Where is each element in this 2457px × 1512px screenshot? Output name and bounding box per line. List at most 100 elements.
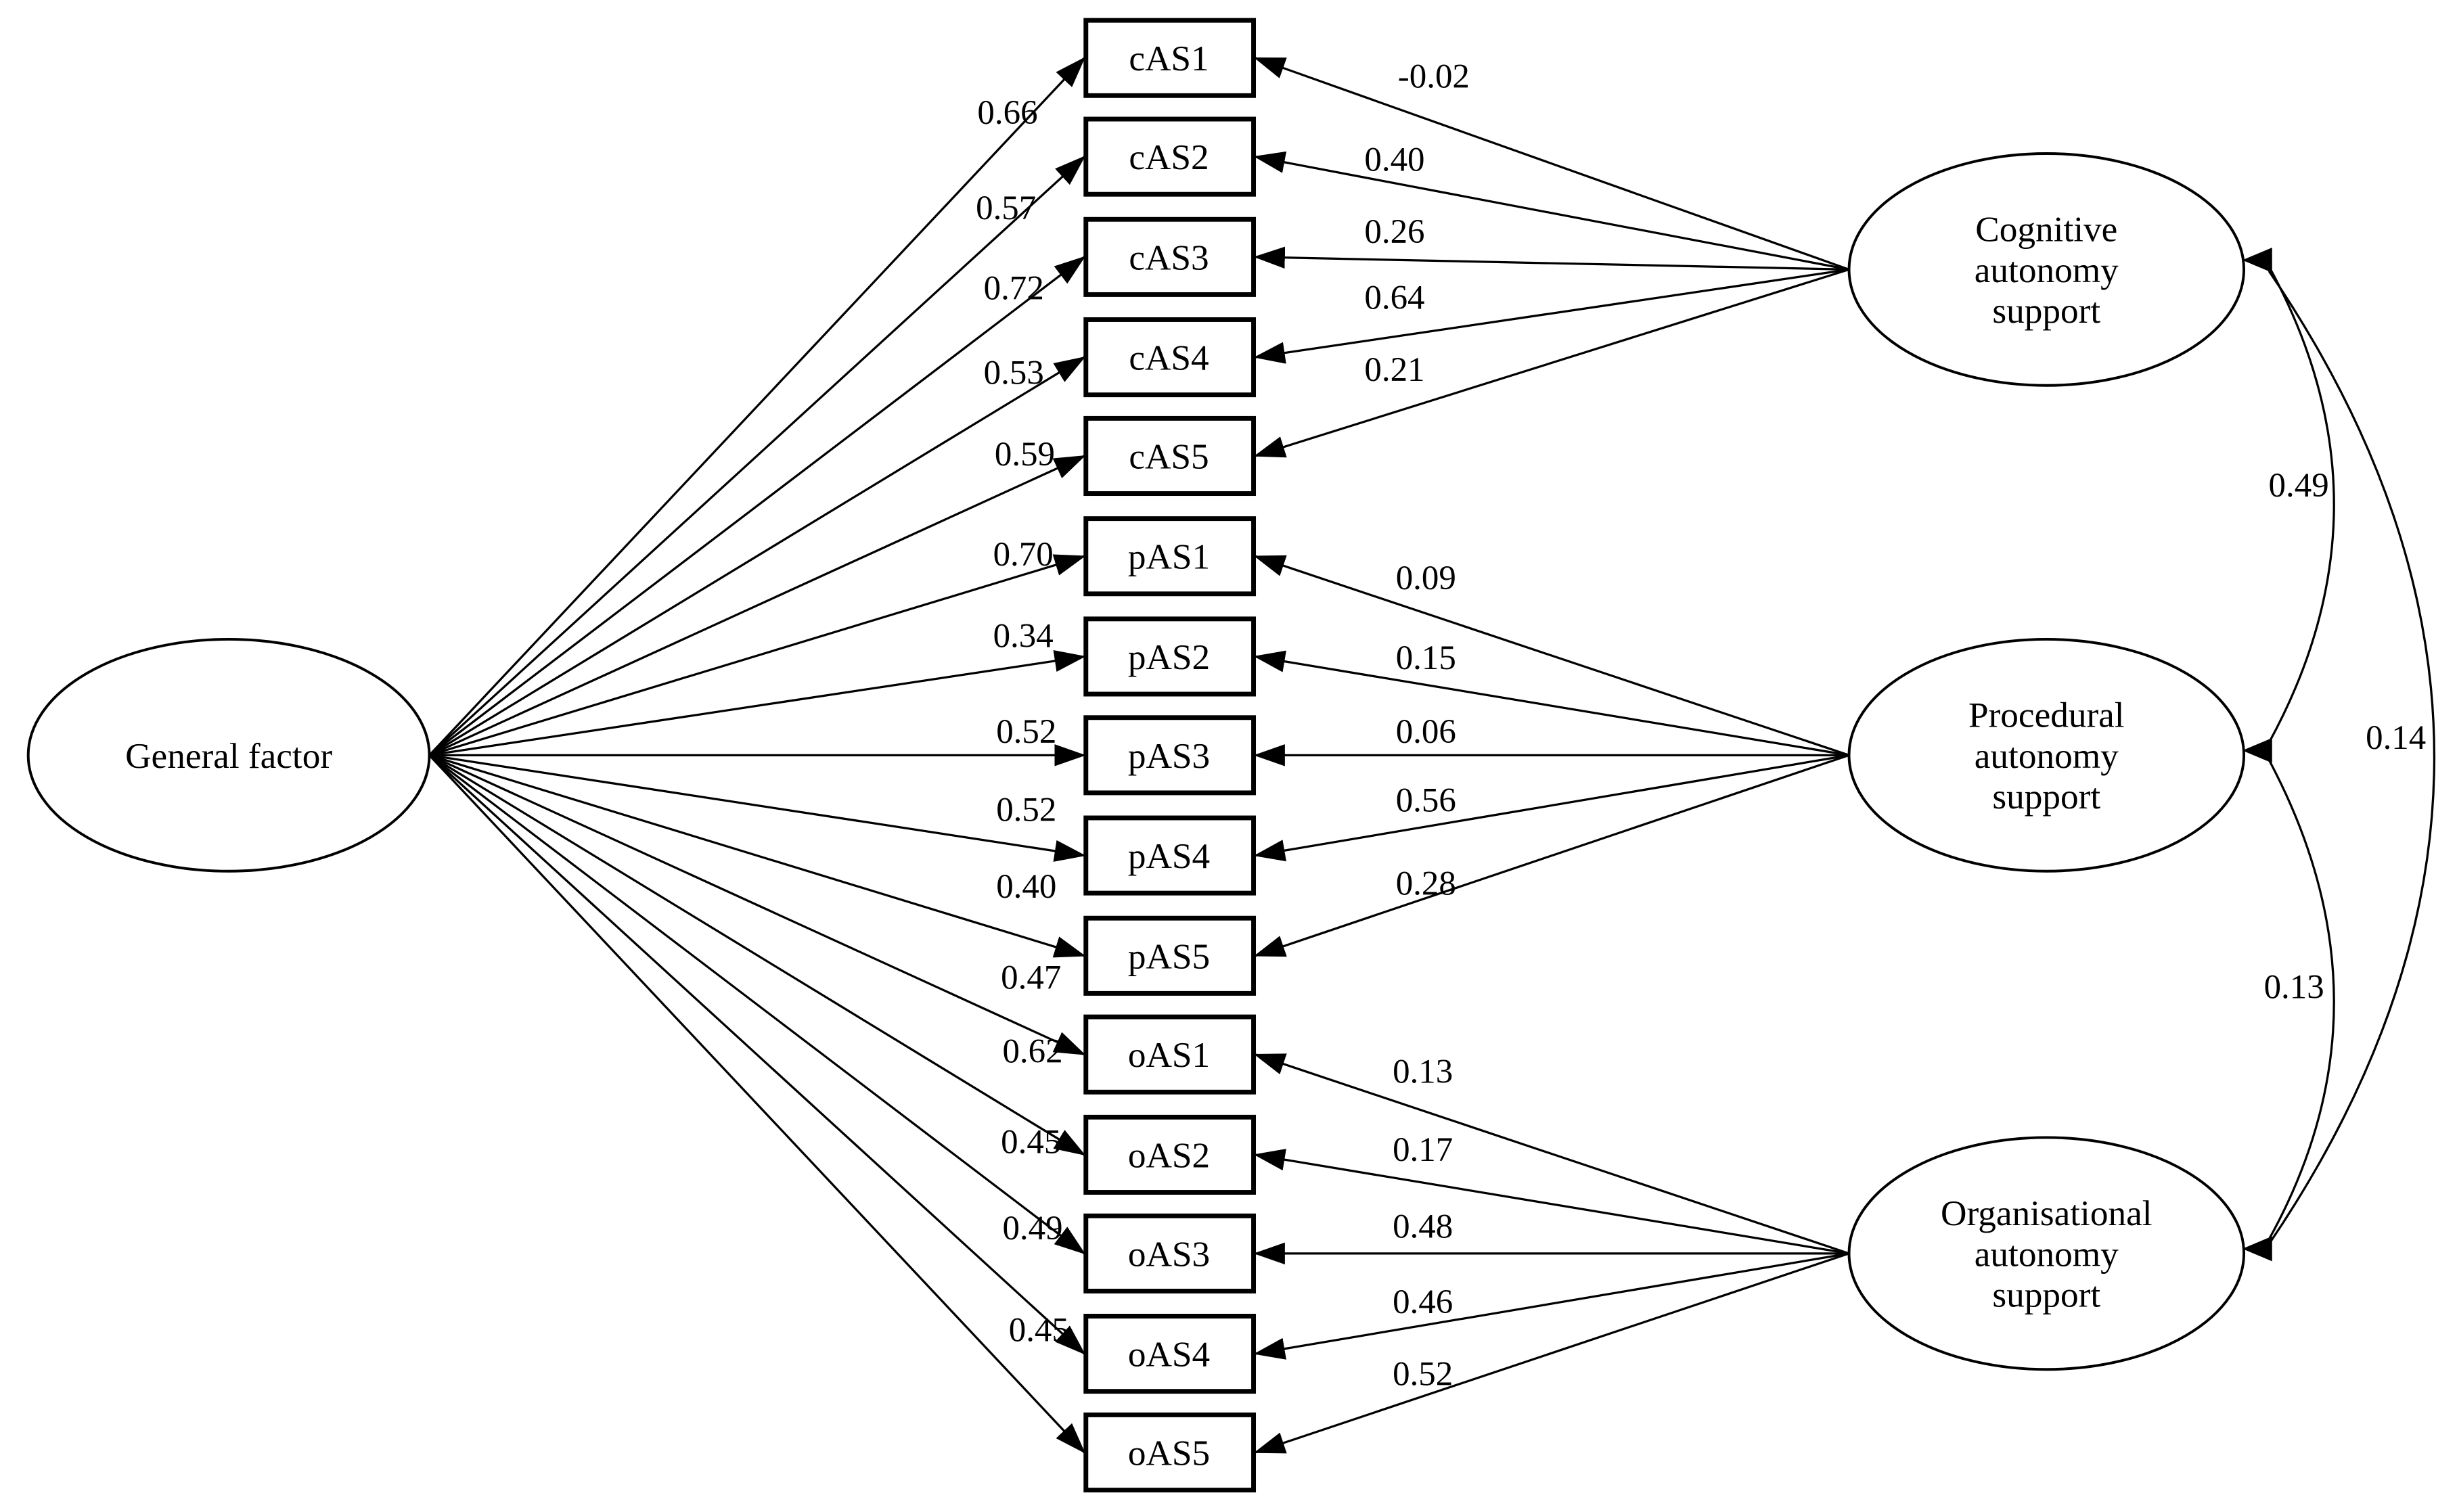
organisational-factor-label-line1: Organisational <box>1941 1193 2152 1233</box>
cognitive-factor-label-line1: Cognitive <box>1975 210 2117 250</box>
loading-cognitive-cAS1: -0.02 <box>1398 58 1470 96</box>
cognitive-factor-label: Cognitive autonomy support <box>1975 210 2119 331</box>
indicator-box-oAS4 <box>1083 1314 1257 1394</box>
path-organisational-to-oAS5 <box>1253 1252 1850 1454</box>
loading-organisational-oAS5: 0.52 <box>1393 1355 1453 1393</box>
arrowhead-into-organisational <box>2242 1236 2272 1262</box>
loading-general-oAS3: 0.45 <box>1001 1124 1061 1162</box>
loading-general-pAS5: 0.40 <box>996 868 1056 906</box>
path-procedural-to-pAS2 <box>1253 650 1849 756</box>
specific-factor-loading-labels: -0.02 0.40 0.26 0.64 0.21 0.09 0.15 0.06… <box>1364 58 1470 1394</box>
indicator-box-oAS1 <box>1083 1014 1257 1095</box>
indicator-box-pAS4 <box>1083 815 1257 896</box>
path-general-to-pAS5 <box>429 754 1086 958</box>
procedural-factor-label-line2: autonomy <box>1975 736 2119 776</box>
loading-general-oAS2: 0.62 <box>1002 1032 1062 1070</box>
indicator-label-pAS1: pAS1 <box>1128 537 1210 577</box>
general-factor-paths <box>428 57 1086 1454</box>
correlation-value-procedural-organisational: 0.13 <box>2264 968 2324 1006</box>
indicator-label-cAS2: cAS2 <box>1129 137 1209 177</box>
indicator-label-oAS5: oAS5 <box>1128 1434 1210 1473</box>
organisational-factor-ellipse <box>1847 1136 2246 1371</box>
indicator-box-pAS2 <box>1083 616 1257 697</box>
factor-correlations: 0.49 0.14 0.13 <box>2242 247 2435 1262</box>
indicator-box-pAS3 <box>1083 715 1257 796</box>
path-procedural-to-pAS1 <box>1253 555 1850 756</box>
indicator-label-oAS3: oAS3 <box>1128 1234 1210 1274</box>
path-organisational-to-oAS4 <box>1253 1252 1849 1360</box>
organisational-factor-label: Organisational autonomy support <box>1941 1193 2152 1314</box>
loading-cognitive-cAS5: 0.21 <box>1364 351 1424 389</box>
path-general-to-cAS5 <box>428 455 1086 756</box>
indicator-label-oAS2: oAS2 <box>1128 1135 1210 1175</box>
procedural-factor-ellipse <box>1847 637 2246 873</box>
path-general-to-pAS2 <box>429 649 1086 756</box>
indicator-box-cAS3 <box>1083 216 1257 297</box>
loading-organisational-oAS1: 0.13 <box>1393 1053 1453 1091</box>
loading-procedural-pAS3: 0.06 <box>1396 713 1456 751</box>
loading-general-oAS4: 0.49 <box>1002 1210 1062 1247</box>
loading-cognitive-cAS2: 0.40 <box>1364 141 1424 179</box>
loading-procedural-pAS4: 0.56 <box>1396 782 1456 820</box>
path-cognitive-to-cAS3 <box>1253 246 1849 271</box>
indicator-label-oAS1: oAS1 <box>1128 1035 1210 1075</box>
loading-general-cAS1: 0.66 <box>977 94 1037 132</box>
path-general-to-oAS2 <box>428 754 1086 1156</box>
arrowhead-into-procedural <box>2242 737 2272 763</box>
path-cognitive-to-cAS4 <box>1253 268 1849 364</box>
path-general-to-oAS4 <box>428 754 1086 1355</box>
cognitive-factor-label-line3: support <box>1992 291 2100 331</box>
general-factor-label: General factor <box>125 736 332 776</box>
indicator-label-cAS4: cAS4 <box>1129 338 1209 378</box>
loading-general-oAS1: 0.47 <box>1001 959 1061 996</box>
indicator-boxes <box>1083 18 1257 1493</box>
path-organisational-to-oAS2 <box>1253 1149 1849 1255</box>
path-general-to-oAS3 <box>428 754 1086 1255</box>
indicator-label-cAS1: cAS1 <box>1129 39 1209 78</box>
indicator-box-cAS5 <box>1083 415 1257 497</box>
loading-procedural-pAS1: 0.09 <box>1396 559 1456 597</box>
correlation-curve-cognitive-procedural <box>2268 265 2335 743</box>
procedural-factor-label: Procedural autonomy support <box>1968 695 2125 817</box>
indicator-box-oAS3 <box>1083 1213 1257 1293</box>
loading-organisational-oAS4: 0.46 <box>1393 1283 1453 1321</box>
path-general-to-pAS1 <box>429 554 1086 756</box>
path-general-to-cAS1 <box>428 57 1086 756</box>
path-procedural-to-pAS5 <box>1253 754 1850 957</box>
path-general-to-oAS5 <box>428 754 1086 1454</box>
loading-general-pAS2: 0.34 <box>993 618 1054 656</box>
loading-general-cAS5: 0.59 <box>995 436 1055 474</box>
indicator-box-cAS4 <box>1083 317 1257 398</box>
loading-cognitive-cAS4: 0.64 <box>1364 279 1424 317</box>
loading-general-cAS3: 0.72 <box>984 269 1044 307</box>
indicator-label-pAS3: pAS3 <box>1128 736 1210 776</box>
loading-general-cAS4: 0.53 <box>984 354 1044 392</box>
indicator-box-cAS1 <box>1083 18 1257 98</box>
indicator-box-pAS1 <box>1083 516 1257 597</box>
cognitive-factor-label-line2: autonomy <box>1975 250 2119 290</box>
indicator-label-pAS2: pAS2 <box>1128 637 1210 677</box>
loading-general-pAS3: 0.52 <box>996 713 1056 751</box>
path-general-to-cAS4 <box>428 356 1086 756</box>
indicator-box-labels: cAS1 cAS2 cAS3 cAS4 cAS5 pAS1 pAS2 pAS3 … <box>1128 39 1210 1473</box>
loading-procedural-pAS2: 0.15 <box>1396 639 1456 677</box>
path-general-to-oAS1 <box>428 754 1086 1056</box>
loading-organisational-oAS2: 0.17 <box>1393 1131 1453 1169</box>
correlation-curve-cognitive-organisational <box>2268 270 2435 1245</box>
loading-cognitive-cAS3: 0.26 <box>1364 213 1424 251</box>
indicator-label-cAS5: cAS5 <box>1129 436 1209 476</box>
loading-organisational-oAS3: 0.48 <box>1393 1208 1453 1246</box>
loading-general-pAS1: 0.70 <box>993 536 1054 574</box>
path-cognitive-to-cAS5 <box>1253 268 1849 458</box>
cognitive-factor-ellipse <box>1847 152 2246 387</box>
path-organisational-to-oAS1 <box>1253 1053 1850 1255</box>
loading-general-pAS4: 0.52 <box>996 792 1056 829</box>
indicator-box-pAS5 <box>1083 915 1257 996</box>
indicator-label-oAS4: oAS4 <box>1128 1335 1210 1375</box>
path-general-to-pAS4 <box>429 754 1086 862</box>
indicator-box-oAS2 <box>1083 1114 1257 1195</box>
organisational-factor-label-line2: autonomy <box>1975 1234 2119 1274</box>
indicator-label-pAS5: pAS5 <box>1128 936 1210 976</box>
